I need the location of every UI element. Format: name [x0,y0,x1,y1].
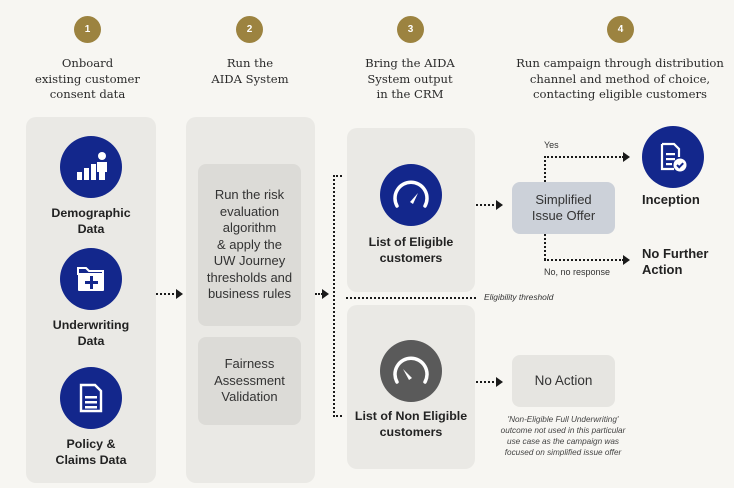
demographic-icon [60,136,122,198]
no-action-box: No Action [512,355,615,407]
text-line: thresholds and [206,269,293,285]
eligibility-threshold-label: Eligibility threshold [484,292,554,302]
label-line: Demographic [51,206,131,220]
connector-line [476,381,498,383]
arrow-right-icon [322,289,329,299]
document-icon [60,367,122,429]
no-branch-line [544,259,624,261]
text-line: Simplified [535,191,592,207]
no-response-label: No, no response [544,267,611,277]
text-line: UW Journey [213,253,286,269]
label-line: List of Eligible [368,235,454,249]
connector-line [476,204,498,206]
note-line: use case as the campaign was [507,437,619,446]
yes-branch-line [544,156,624,158]
no-further-action-label: No Further Action [642,246,708,278]
text-line: Issue Offer [531,208,596,223]
text-line: algorithm [222,220,277,236]
label-line: customers [379,251,443,265]
step-1-badge: 1 [74,16,101,43]
label-line: Underwriting [52,318,130,332]
label-line: List of Non Eligible [354,409,468,423]
title-line: consent data [49,87,126,101]
step-3-badge: 3 [397,16,424,43]
bracket-top-tick [333,175,342,177]
step-2-title: Run the AIDA System [170,56,330,87]
step-3-title: Bring the AIDA System output in the CRM [340,56,480,103]
gauge-high-icon [380,164,442,226]
label-line: Data [77,222,105,236]
fairness-assessment-box: Fairness Assessment Validation [198,337,301,425]
arrow-right-icon [623,152,630,162]
text-line: Assessment [214,372,285,388]
step-4-badge: 4 [607,16,634,43]
eligible-customers-label: List of Eligible customers [347,234,475,266]
title-line: in the CRM [376,87,444,101]
title-line: channel and method of choice, [529,71,711,86]
no-branch-line [544,234,546,260]
arrow-right-icon [176,289,183,299]
text-line: No Action [534,372,593,388]
title-line: Onboard [61,56,114,70]
title-line: Run the [226,56,274,70]
arrow-right-icon [496,377,503,387]
label-line: Policy & [66,437,116,451]
non-eligible-note: 'Non-Eligible Full Underwriting' outcome… [488,414,638,458]
risk-evaluation-box: Run the risk evaluation algorithm & appl… [198,164,301,326]
step-1-title: Onboard existing customer consent data [10,56,165,103]
gauge-low-icon [380,340,442,402]
label-line: Data [77,334,105,348]
note-line: focused on simplified issue offer [504,448,622,457]
title-line: existing customer [35,71,140,86]
arrow-right-icon [496,200,503,210]
title-line: Bring the AIDA [365,56,455,70]
title-line: contacting eligible customers [533,87,707,101]
bracket-bottom-tick [333,415,342,417]
simplified-issue-offer-box: Simplified Issue Offer [512,182,615,234]
label-line: Claims Data [55,453,127,467]
step-2-badge: 2 [236,16,263,43]
step-4-title: Run campaign through distribution channe… [500,56,734,103]
text-line: Fairness [224,356,275,372]
inception-label: Inception [642,192,700,207]
medical-folder-icon [60,248,122,310]
inception-document-check-icon [642,126,704,188]
connector-line [156,293,178,295]
non-eligible-customers-label: List of Non Eligible customers [347,408,475,440]
label-line: Action [642,262,683,277]
underwriting-data-label: Underwriting Data [26,317,156,349]
label-line: customers [379,425,443,439]
yes-branch-line [544,156,546,182]
demographic-data-label: Demographic Data [26,205,156,237]
note-line: 'Non-Eligible Full Underwriting' [507,415,619,424]
label-line: No Further [642,246,709,261]
text-line: evaluation [219,203,280,219]
eligibility-threshold-line [346,297,476,299]
yes-label: Yes [544,140,559,150]
text-line: Validation [221,389,278,405]
text-line: business rules [207,286,292,302]
text-line: Run the risk [214,187,285,203]
title-line: AIDA System [211,71,289,86]
text-line: & apply the [216,236,283,252]
title-line: System output [367,71,453,86]
note-line: outcome not used in this particular [500,426,626,435]
policy-claims-data-label: Policy & Claims Data [26,436,156,468]
arrow-right-icon [623,255,630,265]
bracket-line [333,175,335,417]
title-line: Run campaign through distribution [516,56,724,70]
connector-line [315,293,323,295]
